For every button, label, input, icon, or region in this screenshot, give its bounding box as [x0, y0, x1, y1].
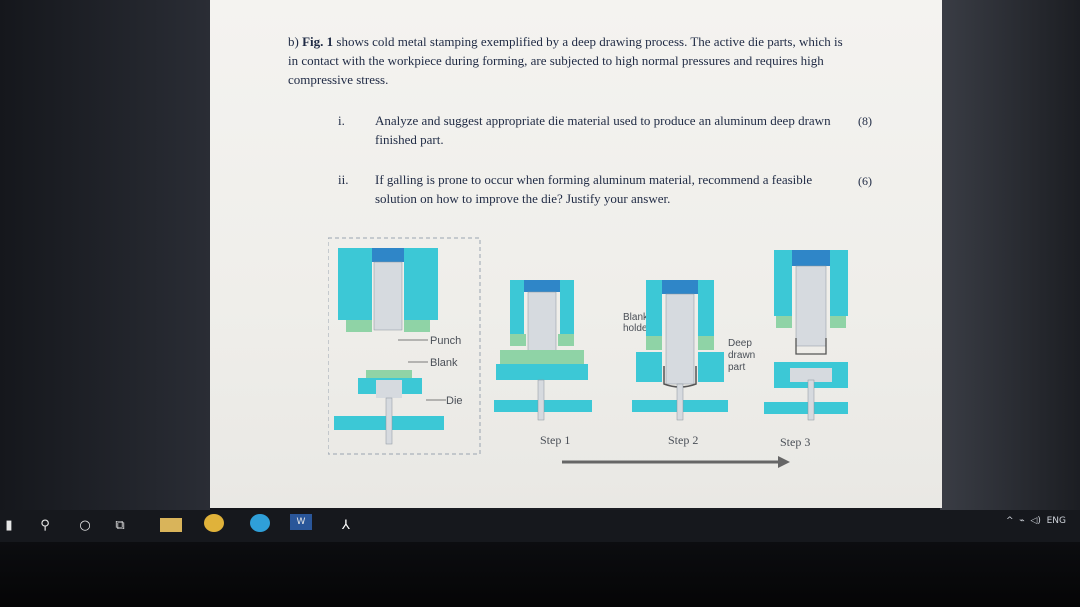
blank-holder-right [404, 320, 430, 332]
blank-holder-left [346, 320, 372, 332]
punch-top [372, 248, 404, 262]
chrome-icon[interactable] [204, 514, 224, 532]
acrobat-icon[interactable]: ⅄ [342, 517, 350, 533]
step-label-3: Step 3 [780, 435, 810, 449]
chevron-up-icon[interactable]: ^ [1005, 516, 1014, 526]
desk-below [0, 542, 1080, 607]
language-indicator[interactable]: ENG [1046, 516, 1066, 526]
file-explorer-icon[interactable] [160, 518, 182, 532]
system-tray[interactable]: ^ ⌁ ◁) ENG [1006, 516, 1066, 526]
question-label: b) [288, 34, 299, 49]
label-deep-1: Deep [728, 338, 752, 349]
task-view-icon[interactable]: ⧉ [115, 517, 125, 533]
step-label-2: Step 2 [668, 433, 698, 447]
part-ii-text: If galling is prone to occur when formin… [375, 172, 813, 206]
label-blank: Blank [430, 357, 458, 369]
deep-drawing-figure: Punch Blank Die Blank holder [328, 237, 848, 468]
punch-body [373, 261, 403, 331]
part-i-marks: (8) [858, 114, 872, 128]
monitor-bezel-right [940, 0, 1080, 510]
part-i-number: i. [338, 113, 345, 128]
ejector-pin [385, 397, 393, 445]
upper-die-left [338, 248, 372, 320]
windows-icon[interactable]: ▮ [5, 517, 13, 533]
label-deep-2: drawn [728, 350, 755, 361]
figure-dashed-frame [328, 237, 481, 455]
cortana-icon[interactable]: ○ [79, 517, 91, 533]
label-die: Die [446, 395, 463, 407]
document-page: b) Fig. 1 shows cold metal stamping exem… [210, 0, 942, 508]
diagram-overview: Punch Blank Die [334, 248, 463, 445]
question-intro-text: shows cold metal stamping exemplified by… [288, 34, 843, 87]
search-icon[interactable]: ⚲ [40, 517, 50, 533]
diagram-step-2 [632, 280, 728, 421]
word-icon[interactable]: W [290, 514, 312, 530]
label-punch: Punch [430, 335, 461, 347]
edge-icon[interactable] [250, 514, 270, 532]
network-icon[interactable]: ⌁ [1019, 516, 1025, 526]
label-deep-3: part [728, 362, 745, 373]
question-intro: b) Fig. 1 shows cold metal stamping exem… [288, 32, 848, 89]
step-label-1: Step 1 [540, 433, 570, 447]
diagram-step-3 [764, 250, 848, 421]
part-ii-number: ii. [338, 172, 349, 187]
volume-icon[interactable]: ◁) [1030, 516, 1041, 526]
process-arrow-head [778, 456, 790, 468]
label-blank-holder-1: Blank [623, 312, 649, 323]
part-ii-marks: (6) [858, 174, 872, 188]
diagram-step-1 [494, 280, 592, 421]
die-cavity [376, 380, 402, 398]
figure-reference: Fig. 1 [302, 34, 334, 49]
upper-die-right [404, 248, 438, 320]
monitor-bezel-left [0, 0, 210, 510]
label-blank-holder-2: holder [623, 323, 651, 334]
part-i-text: Analyze and suggest appropriate die mate… [375, 113, 831, 147]
